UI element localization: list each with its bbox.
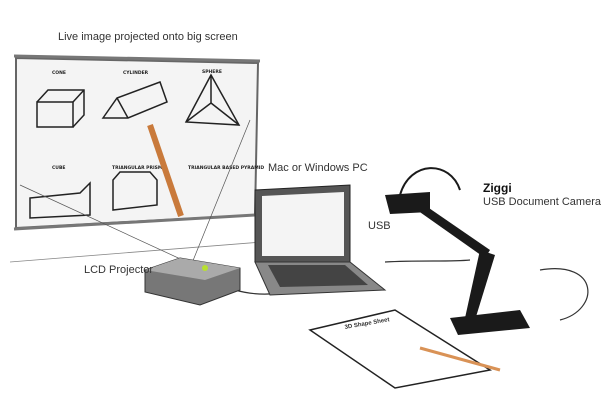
projection-screen: CONE CYLINDER SPHERE CUBE TRIANGULAR PRI… <box>13 54 264 231</box>
laptop <box>254 184 387 296</box>
label-camera-desc: USB Document Camera <box>483 196 601 208</box>
shape-label-cube: CUBE <box>52 165 65 171</box>
shape-label-sphere: SPHERE <box>202 69 222 75</box>
label-usb: USB <box>368 220 391 232</box>
lcd-projector <box>144 257 241 306</box>
shape-label-cylinder: CYLINDER <box>123 70 149 76</box>
label-camera-name: Ziggi <box>483 181 512 195</box>
shape-sheet: 3D Shape Sheet <box>308 309 501 389</box>
projection-beam <box>19 119 251 269</box>
projector-led-icon <box>202 265 208 271</box>
pencil-icon <box>147 124 184 217</box>
shape-label-prism: TRIANGULAR PRISM <box>112 165 163 171</box>
label-screen: Live image projected onto big screen <box>58 31 238 43</box>
screen-shape-labels: CONE CYLINDER SPHERE CUBE TRIANGULAR PRI… <box>52 69 264 171</box>
shape-label-pyramid: TRIANGULAR BASED PYRAMID <box>188 165 264 171</box>
label-projector: LCD Projector <box>84 264 154 276</box>
ziggi-document-camera <box>385 167 530 335</box>
shape-label-cone: CONE <box>52 70 66 76</box>
label-pc: Mac or Windows PC <box>268 162 368 174</box>
sheet-pencil-icon <box>419 346 501 372</box>
